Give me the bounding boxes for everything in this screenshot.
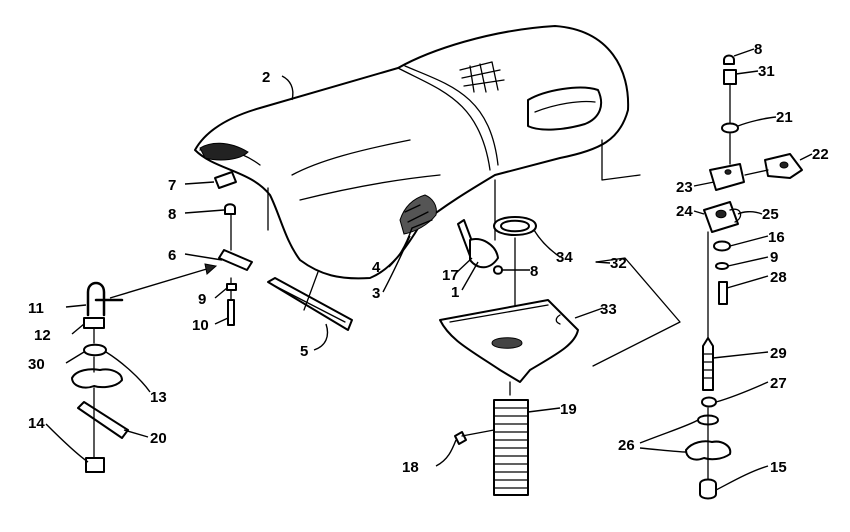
callout-13: 13 xyxy=(150,389,167,406)
callout-11: 11 xyxy=(28,300,44,317)
seat-assembly xyxy=(194,25,630,280)
callout-20: 20 xyxy=(150,430,167,447)
callout-5: 5 xyxy=(300,343,308,360)
callout-4: 4 xyxy=(372,259,381,276)
callout-6: 6 xyxy=(168,247,176,264)
callout-28: 28 xyxy=(770,269,787,286)
callout-17: 17 xyxy=(442,267,459,284)
callout-32: 32 xyxy=(610,255,627,272)
callout-21: 21 xyxy=(776,109,793,126)
callout-29: 29 xyxy=(770,345,787,362)
callout-31: 31 xyxy=(758,63,775,80)
left-hardware-assembly xyxy=(71,263,218,473)
callout-34: 34 xyxy=(556,249,573,266)
seat-strip xyxy=(267,271,353,331)
callout-33: 33 xyxy=(600,301,617,318)
callout-10: 10 xyxy=(192,317,209,334)
callout-25: 25 xyxy=(762,206,779,223)
callout-15: 15 xyxy=(770,459,787,476)
callout-3: 3 xyxy=(372,285,380,302)
right-hardware-assembly xyxy=(685,54,803,500)
callout-9a: 9 xyxy=(198,291,206,308)
callout-22: 22 xyxy=(812,146,829,163)
callout-16: 16 xyxy=(768,229,785,246)
callout-26: 26 xyxy=(618,437,635,454)
center-hardware-assembly xyxy=(439,216,681,496)
callout-14: 14 xyxy=(28,415,45,432)
leader-lines xyxy=(45,48,813,491)
callout-labels: 2 7 8 6 9 10 5 4 3 11 12 30 13 14 20 17 … xyxy=(28,41,829,476)
callout-8b: 8 xyxy=(530,263,538,280)
callout-8a: 8 xyxy=(168,206,176,223)
callout-24: 24 xyxy=(676,203,693,220)
callout-2: 2 xyxy=(262,69,270,86)
front-bracket-assembly xyxy=(214,171,253,326)
callout-1: 1 xyxy=(451,284,459,301)
callout-7: 7 xyxy=(168,177,176,194)
callout-23: 23 xyxy=(676,179,693,196)
callout-8c: 8 xyxy=(754,41,762,58)
callout-30: 30 xyxy=(28,356,45,373)
callout-18: 18 xyxy=(402,459,419,476)
callout-12: 12 xyxy=(34,327,51,344)
callout-9b: 9 xyxy=(770,249,778,266)
callout-27: 27 xyxy=(770,375,787,392)
callout-19: 19 xyxy=(560,401,577,418)
